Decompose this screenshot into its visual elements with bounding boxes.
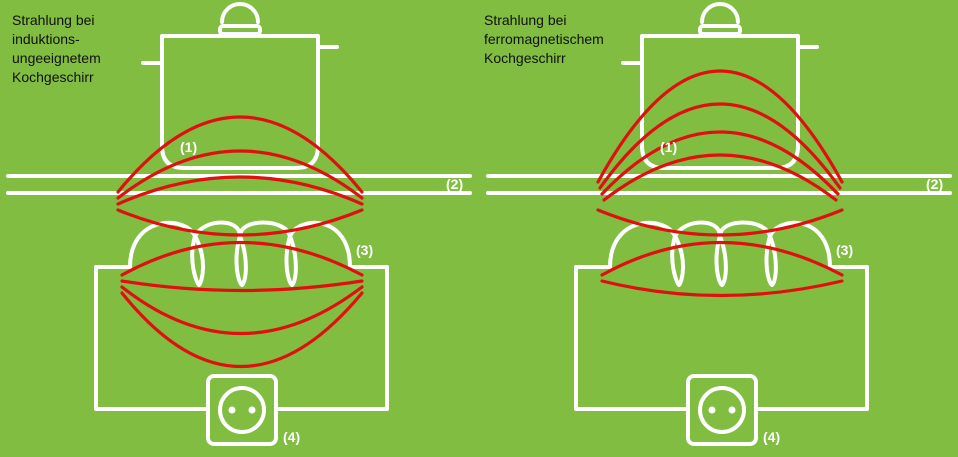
caption-right: Strahlung bei ferromagnetischem Kochgesc… — [484, 12, 604, 66]
label-hob-left: (2) — [446, 176, 463, 192]
label-socket-left: (4) — [283, 429, 300, 445]
label-hob-right: (2) — [926, 176, 943, 192]
right-panel: (1) (2) (3) (4) — [486, 2, 952, 446]
label-socket-right: (4) — [763, 429, 780, 445]
label-pot-left: (1) — [180, 139, 197, 155]
label-pot-right: (1) — [660, 139, 677, 155]
right-field-lines — [596, 69, 844, 298]
label-coil-left: (3) — [356, 242, 373, 258]
left-field-lines — [116, 115, 364, 368]
left-panel: (1) (2) (3) (4) — [6, 2, 472, 446]
left-setup — [6, 2, 472, 446]
label-coil-right: (3) — [836, 242, 853, 258]
caption-left: Strahlung bei induktions- ungeeignetem K… — [12, 12, 101, 85]
